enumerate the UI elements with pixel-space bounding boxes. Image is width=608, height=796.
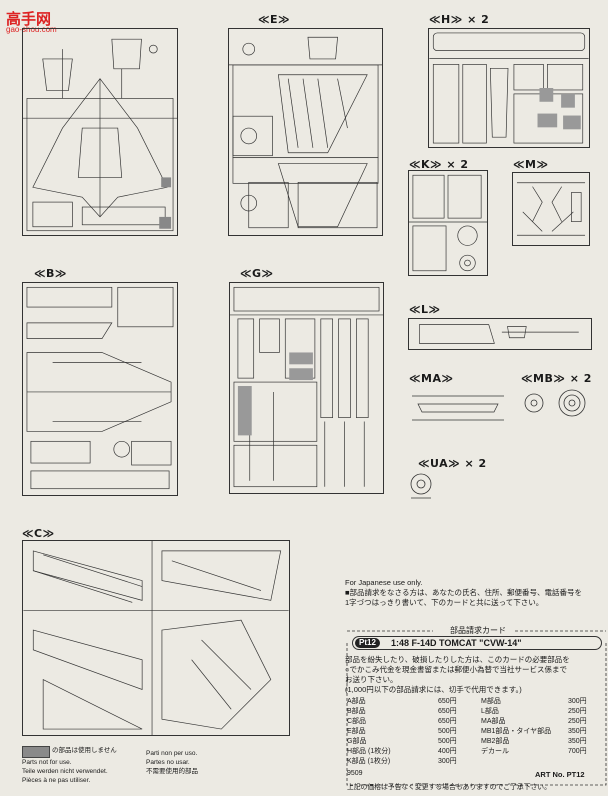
- parts-frame-M: [512, 172, 590, 246]
- price-row: G部品: [347, 738, 367, 745]
- price-value: 250円: [568, 718, 587, 725]
- card-code: 9509: [347, 770, 363, 777]
- price-row: L部品: [481, 708, 499, 715]
- parts-frame-a: [22, 28, 178, 236]
- card-body-line1: 部品を紛失したり、破損したりした方は、このカードの必要部品を: [345, 655, 570, 664]
- price-row: A部品: [347, 698, 366, 705]
- price-value: 400円: [438, 748, 457, 755]
- price-row: デカール: [481, 748, 509, 755]
- card-dashed-border: [346, 630, 607, 786]
- sprue-E-drawing: [229, 36, 382, 229]
- sprue-B-drawing: [26, 286, 174, 490]
- price-value: 500円: [438, 738, 457, 745]
- card-body-line3: お送り下さい。: [345, 675, 398, 684]
- label-G: ≪G≫: [240, 267, 274, 280]
- product-title: 1:48 F-14D TOMCAT "CVW-14": [391, 638, 522, 648]
- price-row: K部品 (1枚分): [347, 758, 391, 765]
- label-H: ≪H≫ × 2: [429, 13, 490, 26]
- japanese-note-line1: ■部品請求をなさる方は、あなたの氏名、住所、郵便番号、電話番号を: [345, 588, 583, 597]
- label-B: ≪B≫: [34, 267, 67, 280]
- sprue-G-drawing: [230, 286, 383, 488]
- watermark-logo-text: 高手网: [6, 10, 52, 28]
- price-row: MA部品: [481, 718, 506, 725]
- price-value: 250円: [568, 708, 587, 715]
- legend-cn: 不需要使用的部品: [146, 768, 198, 775]
- art-number: ART No. PT12: [535, 770, 585, 779]
- sprue-UA-drawing: [410, 473, 432, 499]
- label-C: ≪C≫: [22, 527, 55, 540]
- unused-parts-swatch: [22, 746, 50, 758]
- legend-fr: Pièces à ne pas utiliser.: [22, 777, 91, 784]
- card-body-line2: ○でかこみ代金を現金書留または郵便小為替で当社サービス係まで: [345, 665, 568, 674]
- price-value: 300円: [438, 758, 457, 765]
- price-row: MB2部品: [481, 738, 510, 745]
- legend-en: Parts not for use.: [22, 759, 72, 766]
- parts-order-card: 部品請求カード: [345, 626, 608, 787]
- parts-frame-B: [22, 282, 178, 496]
- card-footer-note: 上記の価格は予告なく変更する場合もありますのでご了承下さい。: [347, 784, 551, 791]
- legend-it: Parti non per uso.: [146, 750, 198, 757]
- parts-frame-MA: [408, 384, 508, 428]
- label-UA: ≪UA≫ × 2: [418, 457, 487, 470]
- price-value: 350円: [568, 738, 587, 745]
- parts-frame-MB: [520, 386, 590, 420]
- label-MA: ≪MA≫: [409, 372, 454, 385]
- price-row: H部品 (1枚分): [347, 748, 391, 755]
- sprue-K-drawing: [409, 174, 487, 272]
- label-E: ≪E≫: [258, 13, 291, 26]
- card-body-line4: (1,000円以下の部品請求には、切手で代用できます。): [345, 685, 522, 694]
- sprue-MA-drawing: [412, 395, 504, 421]
- parts-frame-UA: [405, 470, 437, 502]
- parts-frame-L: [408, 318, 592, 350]
- sprue-a-drawing: [23, 38, 177, 232]
- price-value: 350円: [568, 728, 587, 735]
- card-heading: 部品請求カード: [450, 626, 506, 635]
- sprue-C-drawing: [23, 541, 289, 735]
- price-row: MB1部品・タイヤ部品: [481, 728, 552, 735]
- legend-jp: の部品は使用しません: [52, 747, 117, 754]
- sprue-L-drawing: [419, 324, 579, 344]
- sprue-H-drawing: [429, 32, 589, 144]
- label-K: ≪K≫ × 2: [409, 158, 469, 171]
- price-row: B部品: [347, 708, 366, 715]
- parts-frame-E: [228, 28, 383, 236]
- watermark-logo: 高手网 gao-shou.com: [4, 8, 74, 36]
- price-row: M部品: [481, 698, 501, 705]
- price-value: 300円: [568, 698, 587, 705]
- price-value: 650円: [438, 698, 457, 705]
- sprue-MB-drawing: [524, 389, 586, 417]
- sprue-M-drawing: [516, 182, 586, 236]
- product-title-bar: Pt12 1:48 F-14D TOMCAT "CVW-14": [352, 636, 602, 650]
- price-value: 500円: [438, 728, 457, 735]
- parts-frame-G: [229, 282, 384, 494]
- parts-frame-H: [428, 28, 590, 148]
- parts-frame-K: [408, 170, 488, 276]
- japanese-note-header: For Japanese use only.: [345, 578, 423, 587]
- watermark-url: gao-shou.com: [6, 25, 57, 34]
- price-row: C部品: [347, 718, 367, 725]
- label-L: ≪L≫: [409, 303, 441, 316]
- label-MB: ≪MB≫ × 2: [521, 372, 592, 385]
- price-value: 700円: [568, 748, 587, 755]
- product-code-badge: Pt12: [355, 638, 380, 648]
- japanese-note-line2: 1字づつはっきり書いて、下のカードと共に送って下さい。: [345, 598, 544, 607]
- legend-es: Partes no usar.: [146, 759, 190, 766]
- price-value: 650円: [438, 718, 457, 725]
- legend-de: Teile werden nicht verwendet.: [22, 768, 108, 775]
- label-M: ≪M≫: [513, 158, 549, 171]
- parts-frame-C: [22, 540, 290, 736]
- price-row: E部品: [347, 728, 366, 735]
- price-value: 650円: [438, 708, 457, 715]
